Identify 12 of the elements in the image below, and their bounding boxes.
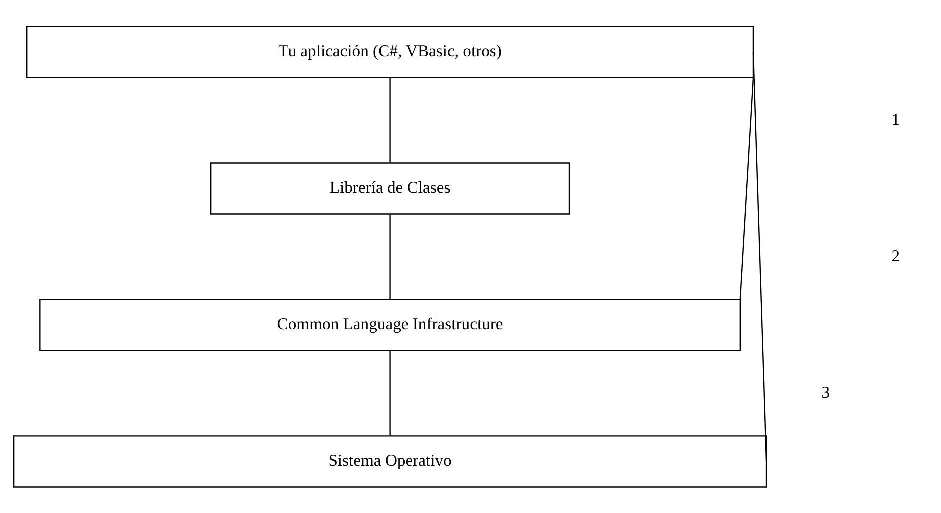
connector (389, 78, 390, 162)
connector (389, 350, 390, 436)
connector (752, 52, 767, 462)
label: 3 (821, 382, 830, 402)
node-box: Sistema Operativo (12, 435, 767, 488)
node-box: Common Language Infrastructure (39, 298, 741, 351)
label: 1 (891, 109, 900, 128)
connector (739, 78, 754, 299)
node-box: Tu aplicación (C#, VBasic, otros) (26, 26, 754, 78)
node-box: Librería de Clases (210, 162, 570, 214)
label: 2 (891, 246, 900, 265)
connector (389, 214, 390, 299)
